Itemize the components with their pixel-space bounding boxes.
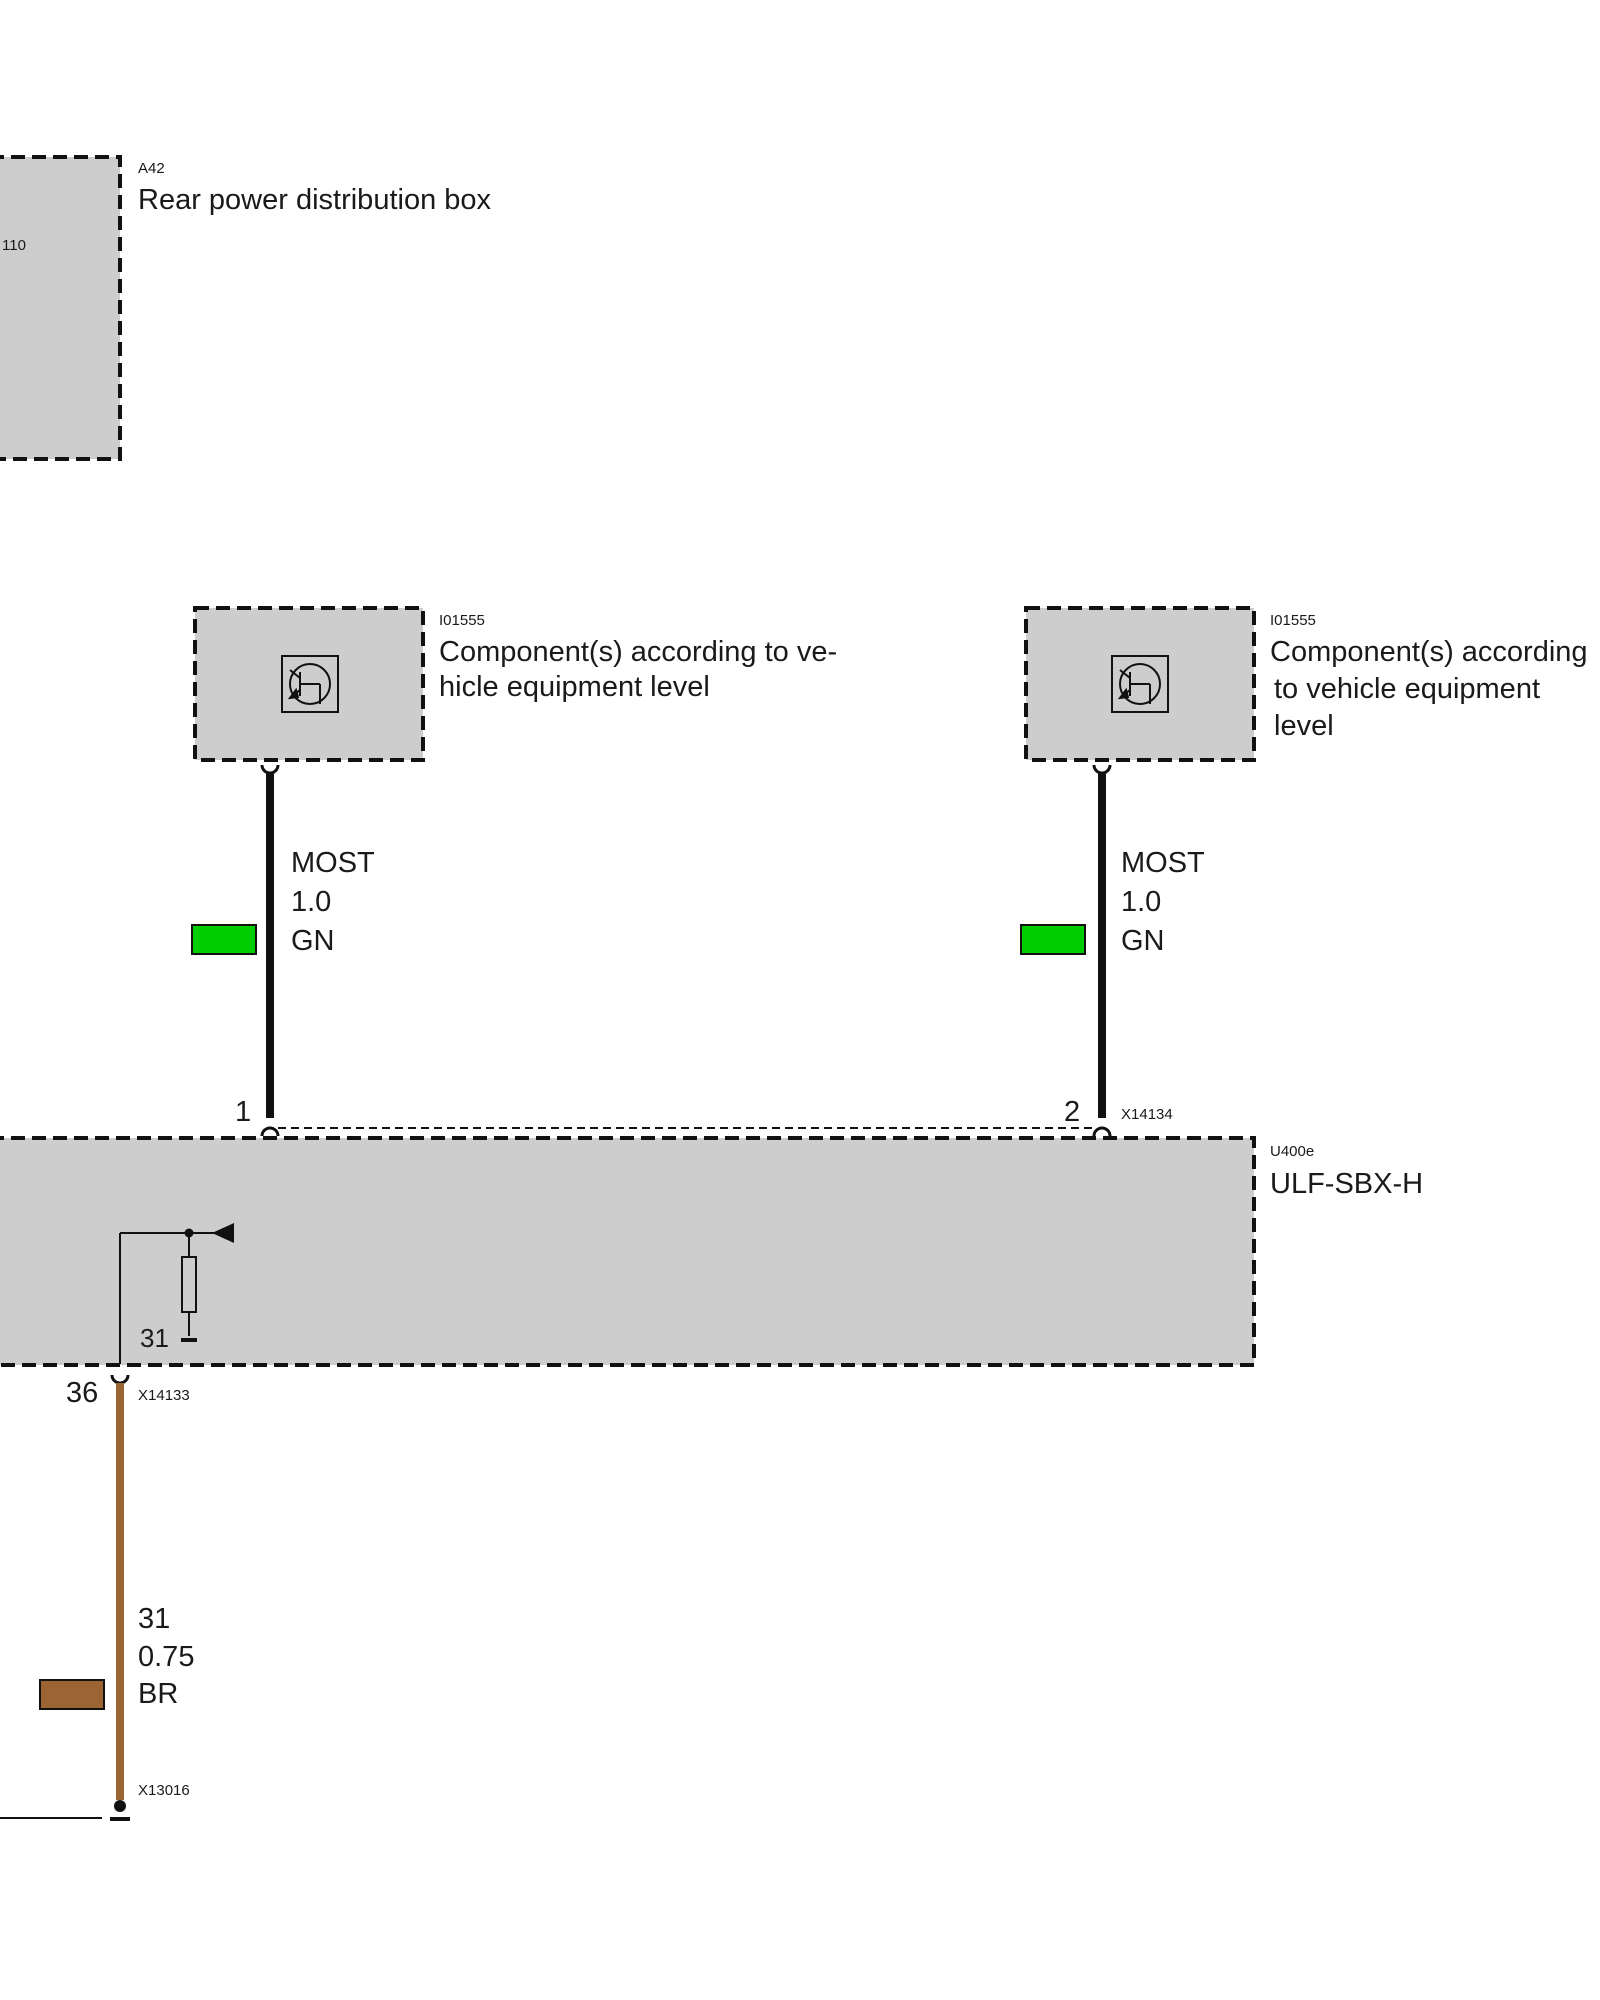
i01555-left-name-line1: Component(s) according to ve- [439,636,837,668]
connector-x14134-label: X14134 [1121,1106,1173,1123]
wire-most-left[interactable]: MOST 1.0 GN [191,764,375,1118]
component-a42[interactable]: 110 A42 Rear power distribution box [0,155,492,461]
pin2-socket [1092,1126,1112,1137]
i01555-left-code: I01555 [439,612,485,629]
u400e-name: ULF-SBX-H [1270,1168,1423,1200]
transistor-icon [281,655,339,713]
wire-color-swatch-br [39,1679,105,1710]
a42-box [0,155,122,461]
pin36-socket [110,1374,130,1385]
wire-most-right[interactable]: MOST 1.0 GN [1020,764,1205,1118]
component-i01555-right[interactable]: I01555 Component(s) according to vehicle… [1024,606,1588,762]
pin1-label: 1 [235,1096,251,1128]
pin1-socket [260,1126,280,1137]
u400e-ground-label: 31 [140,1323,169,1353]
connector-top-left [260,764,280,775]
connector-x14133-label: X14133 [138,1387,190,1404]
i01555-left-name-line2: hicle equipment level [439,671,710,703]
wire-ground[interactable]: 36 X14133 31 0.75 BR [39,1374,194,1800]
splice-dot [114,1800,126,1812]
connector-x14134[interactable]: 1 2 X14134 [235,1096,1173,1137]
wire-color-swatch-gn-right [1020,924,1086,955]
wire-most-left-size: 1.0 [291,886,331,918]
i01555-right-code: I01555 [1270,612,1316,629]
a42-name: Rear power distribution box [138,184,492,216]
a42-code: A42 [138,160,165,177]
wire-most-right-size: 1.0 [1121,886,1161,918]
wire-color-swatch-gn-left [191,924,257,955]
pin36-label: 36 [66,1377,98,1409]
wire-ground-signal: 31 [138,1603,170,1635]
u400e-box [0,1136,1256,1367]
wire-most-right-color: GN [1121,925,1165,957]
component-u400e[interactable]: U400e ULF-SBX-H 31 [0,1136,1423,1367]
connector-x13016-label: X13016 [138,1782,190,1799]
internal-resistor-circuit [119,1223,234,1364]
connector-top-right [1092,764,1112,775]
wire-most-right-signal: MOST [1121,847,1205,879]
component-i01555-left[interactable]: I01555 Component(s) according to ve- hic… [193,606,837,762]
i01555-right-name-line3: level [1274,710,1334,742]
i01555-right-name-line2: to vehicle equipment [1274,673,1540,705]
wire-most-left-signal: MOST [291,847,375,879]
wire-ground-size: 0.75 [138,1641,194,1673]
connector-x13016[interactable]: X13016 [0,1782,190,1821]
a42-left-ref: 110 [2,237,26,254]
wire-ground-color: BR [138,1678,178,1710]
wire-most-left-color: GN [291,925,335,957]
i01555-right-name-line1: Component(s) according [1270,636,1588,668]
pin2-label: 2 [1064,1096,1080,1128]
transistor-icon [1111,655,1169,713]
u400e-code: U400e [1270,1143,1314,1160]
